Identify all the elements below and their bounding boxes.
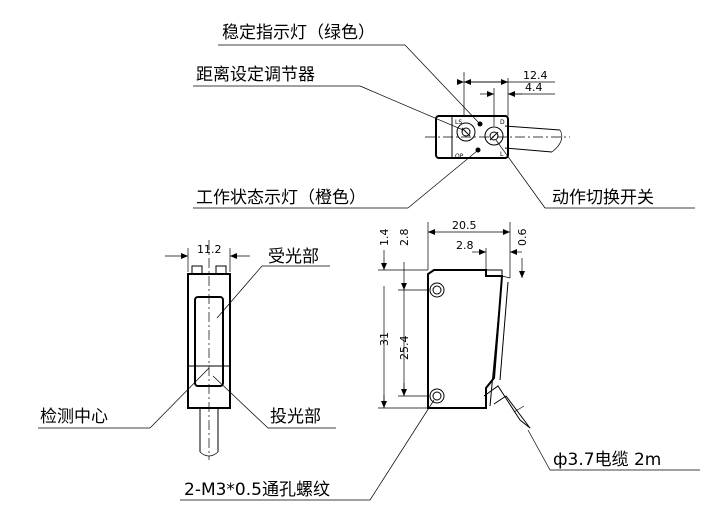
label-distance-adjuster: 距离设定调节器 bbox=[196, 65, 315, 85]
dim-top-offset: 4.4 bbox=[525, 81, 543, 94]
dim-1-4: 1.4 bbox=[378, 229, 391, 247]
top-view-leaders bbox=[193, 44, 695, 209]
dim-0-6: 0.6 bbox=[516, 229, 529, 247]
mount-hole-bottom bbox=[429, 388, 445, 404]
top-view: LS OP D L 12.4 4.4 bbox=[425, 69, 570, 160]
panel-mark-l: L bbox=[500, 151, 504, 158]
dim-side-offset: 2.8 bbox=[456, 239, 474, 252]
panel-mark-ls: LS bbox=[455, 119, 462, 126]
mount-hole-top bbox=[429, 282, 445, 298]
dim-side-width: 20.5 bbox=[452, 219, 477, 232]
dim-2-8-vertical: 2.8 bbox=[398, 229, 411, 247]
distance-adjuster-knob bbox=[456, 122, 476, 142]
label-emitter: 投光部 bbox=[270, 407, 321, 427]
panel-mark-d: D bbox=[500, 119, 505, 126]
label-receiver: 受光部 bbox=[268, 247, 319, 267]
label-stable-indicator: 稳定指示灯（绿色） bbox=[222, 23, 375, 43]
front-view: 11.2 bbox=[165, 240, 250, 460]
label-cable: ф3.7电缆 2m bbox=[553, 450, 661, 470]
label-status-indicator: 工作状态示灯（橙色） bbox=[196, 188, 366, 208]
label-detect-center: 检测中心 bbox=[40, 407, 108, 427]
mode-switch-knob bbox=[484, 126, 504, 146]
label-mount-holes: 2-M3*0.5通孔螺纹 bbox=[184, 480, 330, 500]
panel-mark-op: OP bbox=[455, 153, 464, 160]
top-view-cable bbox=[504, 125, 561, 153]
front-view-leaders bbox=[38, 265, 336, 429]
side-view-cable bbox=[483, 385, 531, 429]
dim-top-width: 12.4 bbox=[523, 69, 548, 82]
dim-hole-pitch: 25.4 bbox=[398, 336, 411, 361]
side-view-leaders bbox=[180, 399, 700, 501]
side-view: 20.5 2.8 1.4 2.8 0.6 31 25. bbox=[378, 219, 531, 429]
dim-height-31: 31 bbox=[378, 332, 391, 346]
side-view-body bbox=[427, 269, 504, 409]
label-mode-switch: 动作切换开关 bbox=[552, 188, 654, 208]
